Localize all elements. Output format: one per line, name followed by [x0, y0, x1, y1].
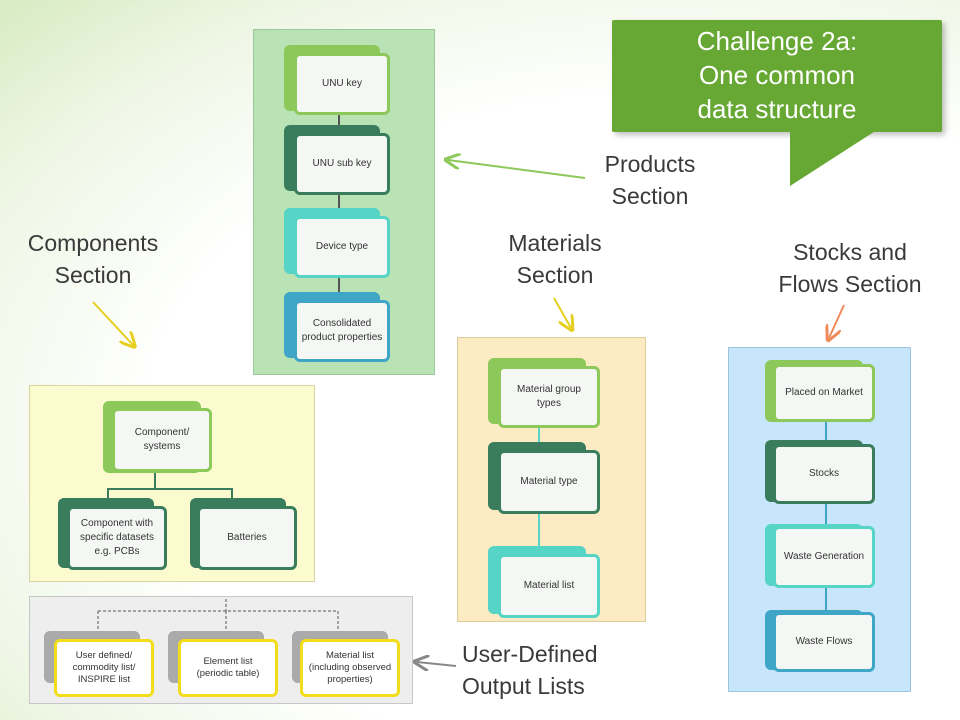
output-node-user-defined: User defined/ commodity list/ INSPIRE li… [54, 639, 154, 697]
components-arrow [92, 301, 133, 345]
stocks-node-waste-flows: Waste Flows [773, 612, 875, 672]
stocks-arrow [829, 304, 845, 338]
components-node-batteries: Batteries [197, 506, 297, 570]
components-connector-trunk [154, 466, 156, 488]
stocks-node-stocks: Stocks [773, 444, 875, 504]
callout-line-1: Challenge 2a: [696, 26, 858, 56]
products-node-device-type: Device type [294, 216, 390, 278]
output-node-material-list: Material list (including observed proper… [300, 639, 400, 697]
components-connector-bar [107, 488, 233, 490]
components-connector-right [231, 488, 233, 500]
components-node-root: Component/ systems [112, 408, 212, 472]
components-panel: Component/ systems Component with specif… [29, 385, 315, 582]
materials-node-group-types: Material group types [498, 366, 600, 428]
products-arrow [448, 160, 586, 179]
callout-tail [790, 128, 880, 186]
challenge-callout: Challenge 2a: One common data structure [612, 20, 942, 132]
output-connectors [97, 599, 339, 631]
materials-arrow [553, 297, 571, 328]
materials-node-list: Material list [498, 554, 600, 618]
products-node-unu-sub-key: UNU sub key [294, 133, 390, 195]
materials-panel: Material group types Material type Mater… [457, 337, 646, 622]
callout-line-2: One common [698, 60, 856, 90]
stocks-panel: Placed on Market Stocks Waste Generation… [728, 347, 911, 692]
output-node-element-list: Element list (periodic table) [178, 639, 278, 697]
stocks-node-placed-on-market: Placed on Market [773, 364, 875, 422]
products-node-unu-key: UNU key [294, 53, 390, 115]
callout-line-3: data structure [697, 94, 857, 124]
products-panel: UNU key UNU sub key Device type Consolid… [253, 29, 435, 375]
products-node-consolidated: Consolidated product properties [294, 300, 390, 362]
materials-node-type: Material type [498, 450, 600, 514]
output-arrow [417, 662, 457, 666]
output-panel: User defined/ commodity list/ INSPIRE li… [29, 596, 413, 704]
stocks-node-waste-generation: Waste Generation [773, 526, 875, 588]
components-connector-left [107, 488, 109, 500]
components-node-pcbs: Component with specific datasets e.g. PC… [67, 506, 167, 570]
